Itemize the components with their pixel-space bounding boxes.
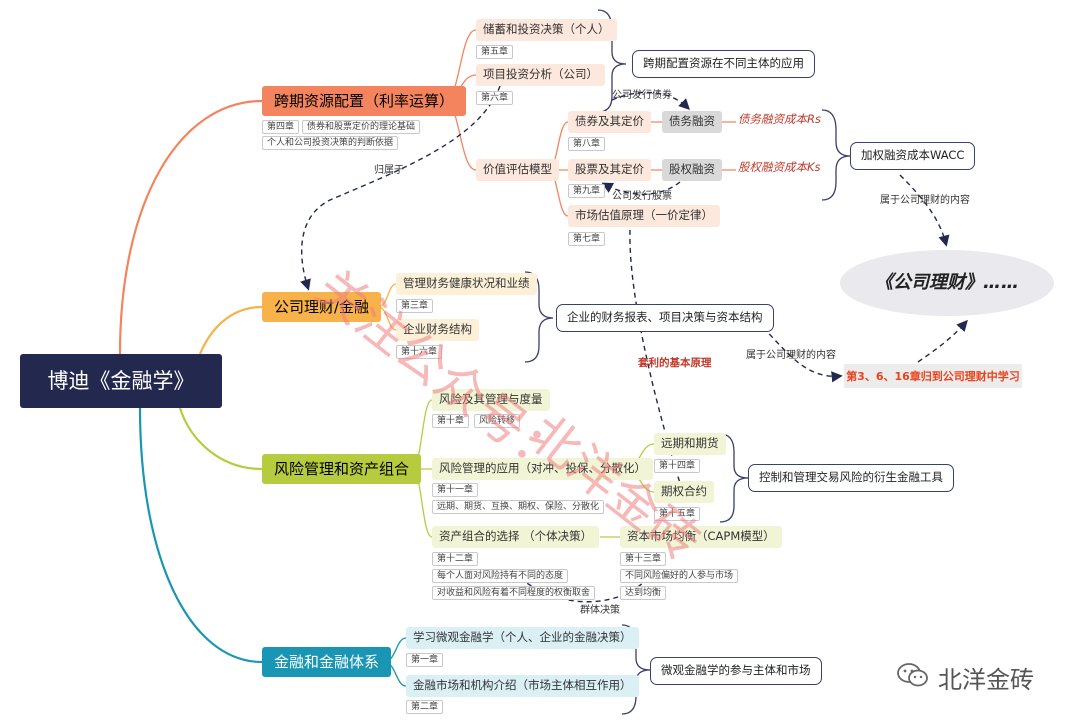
label-group-decision: 群体决策 — [580, 605, 620, 616]
box-cross-allocation[interactable]: 跨期配置资源在不同主体的应用 — [632, 50, 815, 78]
label-belongs-cf-2: 属于公司理财的内容 — [746, 350, 836, 361]
sub-options[interactable]: 期权合约 — [654, 481, 714, 503]
tag-chapter: 第十六章 — [396, 345, 443, 359]
tag-note: 不同风险偏好的人参与市场 — [620, 569, 739, 583]
brand-logo: 北洋金砖 — [896, 660, 1034, 695]
label-issue-bond: 公司发行债券 — [612, 90, 672, 101]
tag-chapter: 第十二章 — [432, 552, 479, 566]
branch-intertemporal[interactable]: 跨期资源配置（利率运算） — [262, 86, 467, 116]
conclusion-label: 第3、6、16章归到公司理财中学习 — [844, 364, 1022, 388]
wechat-icon — [896, 661, 930, 695]
sub-risk-management[interactable]: 风险及其管理与度量 — [432, 389, 550, 411]
box-wacc[interactable]: 加权融资成本WACC — [850, 142, 976, 170]
sub-markets-institutions[interactable]: 金融市场和机构介绍（市场主体相互作用） — [406, 675, 639, 697]
tag-chapter: 第十章 — [432, 414, 470, 428]
sub-equity-financing[interactable]: 股权融资 — [662, 159, 722, 181]
tag-chapter: 第九章 — [568, 184, 606, 198]
tag-note: 对收益和风险有着不同程度的权衡取舍 — [432, 586, 596, 600]
tag-chapter: 第一章 — [406, 653, 444, 667]
label-issue-stock: 公司发行股票 — [612, 191, 672, 202]
tag-chapter: 第十四章 — [654, 459, 701, 473]
tag-chapter: 第二章 — [406, 700, 444, 714]
tag-chapter: 第十三章 — [620, 552, 667, 566]
sub-risk-application[interactable]: 风险管理的应用（对冲、投保、分散化） — [432, 458, 653, 480]
branch-system[interactable]: 金融和金融体系 — [262, 647, 392, 677]
sub-financial-health[interactable]: 管理财务健康状况和业绩 — [396, 273, 537, 295]
sub-valuation[interactable]: 价值评估模型 — [476, 159, 559, 181]
sub-micro-finance[interactable]: 学习微观金融学（个人、企业的金融决策） — [406, 627, 639, 649]
branch-corporate[interactable]: 公司理财/金融 — [262, 292, 382, 322]
sub-debt-financing[interactable]: 债务融资 — [662, 111, 722, 133]
sub-financial-structure[interactable]: 企业财务结构 — [396, 319, 479, 341]
tag-chapter: 第五章 — [476, 45, 514, 59]
sub-bond-pricing[interactable]: 债券及其定价 — [568, 111, 651, 133]
tag-chapter: 第四章 — [262, 120, 300, 134]
label-arbitrage: 套利的基本原理 — [638, 357, 712, 369]
brand-logo-text: 北洋金砖 — [938, 666, 1034, 694]
tag-note: 达到均衡 — [620, 586, 667, 600]
sub-project[interactable]: 项目投资分析（公司） — [476, 64, 605, 86]
sub-forwards-futures[interactable]: 远期和期货 — [654, 433, 726, 455]
branch-risk[interactable]: 风险管理和资产组合 — [262, 454, 422, 484]
label-belongs-cf: 属于公司理财的内容 — [880, 195, 970, 206]
tag-chapter: 第七章 — [568, 232, 606, 246]
tag-note: 债券和股票定价的理论基础 — [302, 120, 421, 134]
box-micro-market[interactable]: 微观金融学的参与主体和市场 — [650, 657, 822, 685]
tag-note: 远期、期货、互换、期权、保险、分散化 — [432, 500, 605, 514]
note-cost-debt: 债务融资成本Rs — [738, 112, 821, 126]
tag-chapter: 第八章 — [568, 137, 606, 151]
tag-note: 每个人面对风险持有不同的态度 — [432, 569, 569, 583]
sub-savings[interactable]: 储蓄和投资决策（个人） — [476, 19, 617, 41]
sub-stock-pricing[interactable]: 股票及其定价 — [568, 159, 651, 181]
corporate-finance-ellipse[interactable]: 《公司理财》…… — [840, 250, 1054, 316]
root-node[interactable]: 博迪《金融学》 — [20, 354, 222, 408]
tag-chapter: 第十一章 — [432, 483, 479, 497]
label-belongs: 归属于 — [374, 165, 404, 176]
sub-capm[interactable]: 资本市场均衡（CAPM模型） — [620, 526, 782, 548]
tag-chapter: 第三章 — [396, 299, 434, 313]
note-cost-equity: 股权融资成本Ks — [738, 160, 821, 174]
tag-chapter: 第六章 — [476, 91, 514, 105]
sub-portfolio[interactable]: 资产组合的选择 （个体决策） — [432, 526, 600, 548]
box-derivatives[interactable]: 控制和管理交易风险的衍生金融工具 — [748, 464, 954, 492]
tag-note: 个人和公司投资决策的判断依据 — [262, 136, 399, 150]
box-financial-statements[interactable]: 企业的财务报表、项目决策与资本结构 — [556, 304, 774, 332]
tag-note: 风险转移 — [474, 414, 521, 428]
sub-market-valuation[interactable]: 市场估值原理（一价定律） — [568, 205, 720, 227]
tag-chapter: 第十五章 — [654, 507, 701, 521]
